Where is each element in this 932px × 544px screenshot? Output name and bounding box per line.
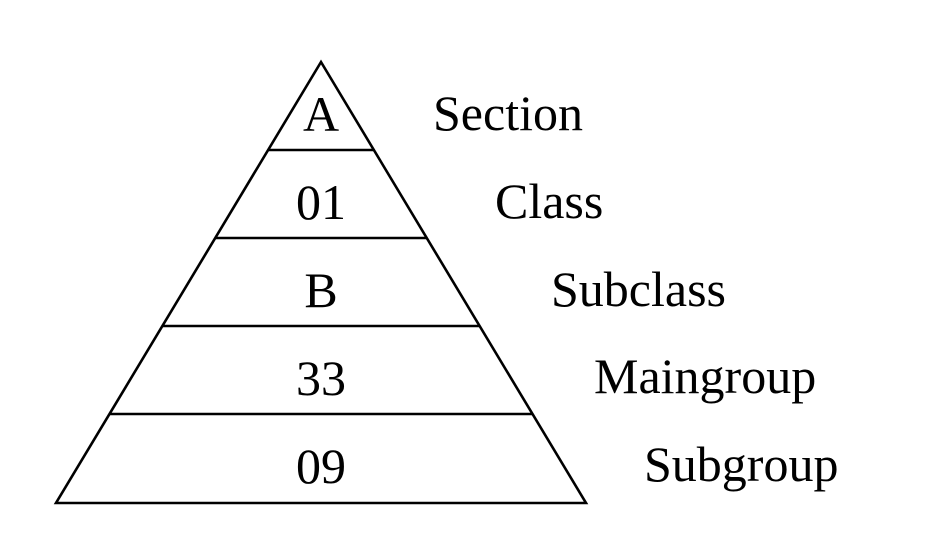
level-code-class: 01	[296, 174, 346, 230]
level-label-section: Section	[433, 85, 583, 141]
level-code-section: A	[303, 86, 339, 142]
level-label-maingroup: Maingroup	[594, 348, 816, 404]
level-label-subclass: Subclass	[551, 261, 726, 317]
level-code-subgroup: 09	[296, 438, 346, 494]
pyramid-outline	[53, 59, 589, 505]
level-label-class: Class	[495, 173, 603, 229]
level-code-subclass: B	[304, 262, 337, 318]
level-label-subgroup: Subgroup	[644, 436, 838, 492]
level-code-maingroup: 33	[296, 350, 346, 406]
